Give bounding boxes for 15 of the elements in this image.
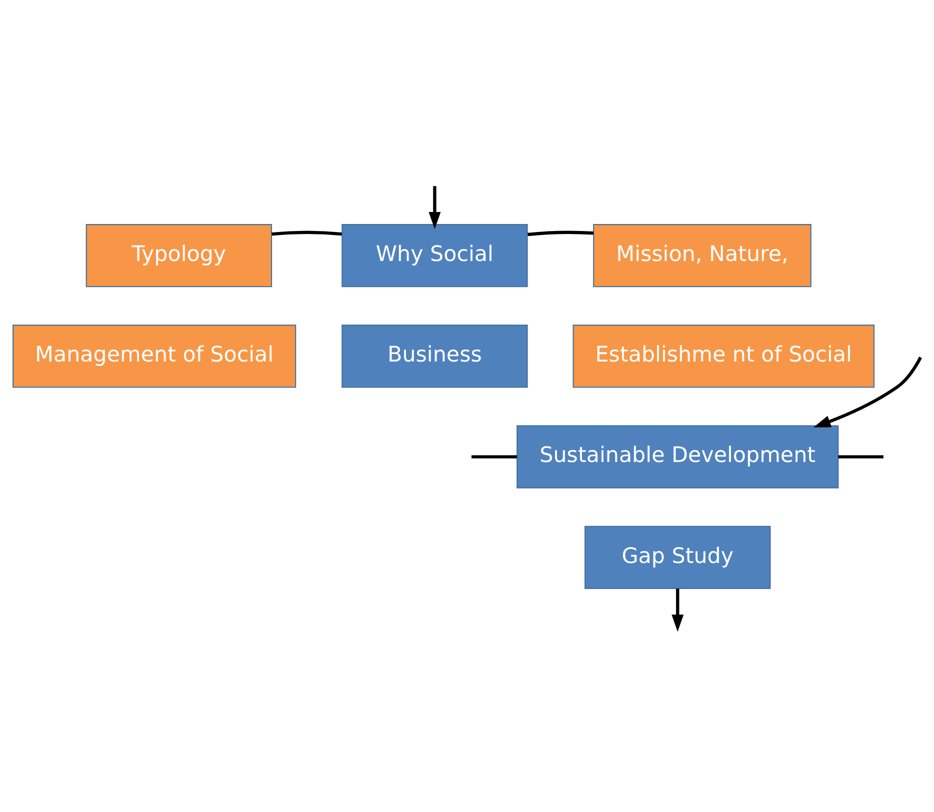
arrow: [813, 356, 922, 427]
node-box: Management of Social: [12, 324, 296, 388]
node-box: Business: [342, 324, 528, 388]
node-box: Sustainable Development: [516, 424, 839, 488]
connector: [528, 230, 594, 236]
connector: [472, 454, 517, 458]
arrow: [672, 588, 684, 632]
node-box: Gap Study: [584, 525, 771, 588]
node-box: Mission, Nature,: [593, 224, 812, 287]
arrow: [428, 186, 441, 229]
node-box: Typology: [86, 224, 272, 287]
node-box: Why Social: [342, 224, 528, 287]
node-box: Establishme nt of Social: [572, 324, 875, 388]
connector: [838, 454, 884, 458]
connector: [272, 230, 342, 236]
